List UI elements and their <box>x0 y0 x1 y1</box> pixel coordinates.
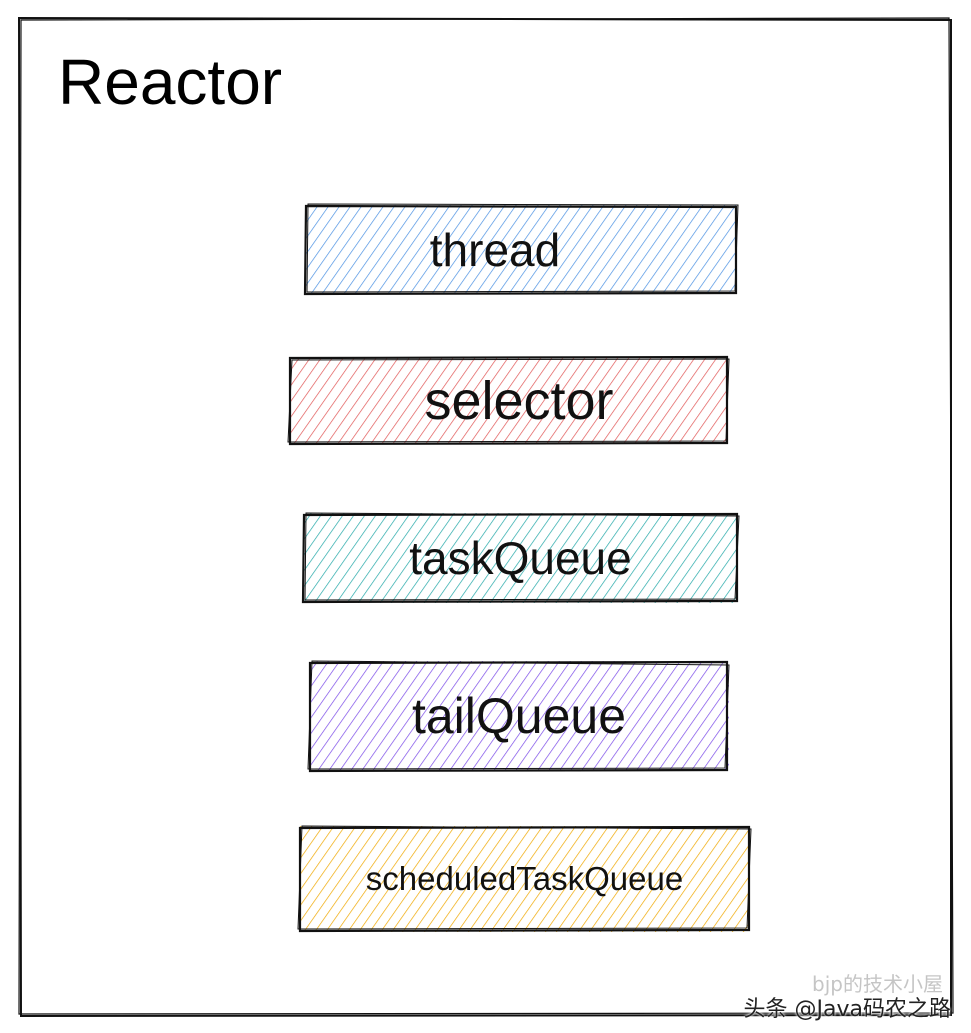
reactor-frame <box>17 16 954 1018</box>
taskqueue-box <box>301 512 740 604</box>
selector-box <box>287 355 730 446</box>
tailqueue-box <box>307 660 730 773</box>
reactor-title: Reactor <box>58 46 283 118</box>
scheduledtaskqueue-box <box>297 825 752 933</box>
watermark-secondary: bjp的技术小屋 <box>812 972 943 996</box>
thread-box <box>303 203 739 296</box>
watermark-primary: 头条 @Java码农之路 <box>743 997 951 1022</box>
